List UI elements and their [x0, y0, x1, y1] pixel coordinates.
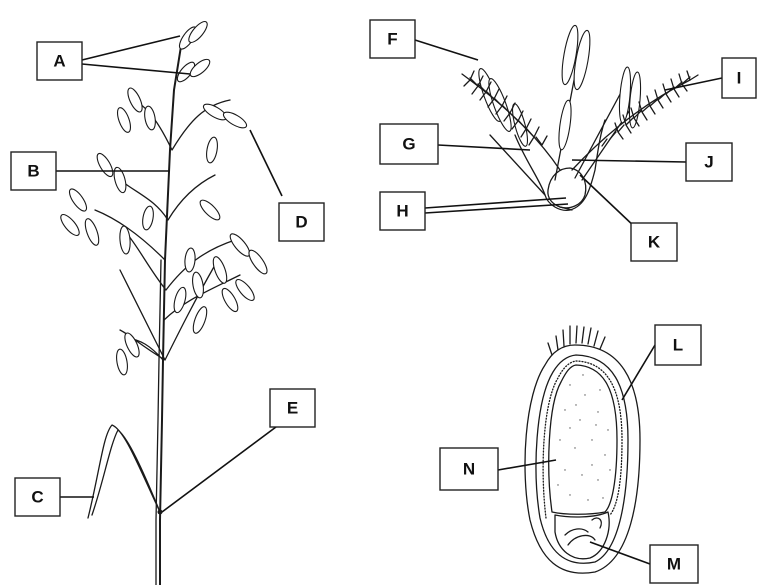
- endosperm: [549, 365, 617, 514]
- label-G-text: G: [402, 135, 415, 154]
- label-L-text: L: [673, 336, 683, 355]
- label-D-text: D: [295, 213, 307, 232]
- label-B-text: B: [27, 162, 39, 181]
- label-A-text: A: [53, 52, 65, 71]
- label-N-text: N: [463, 460, 475, 479]
- label-E: E: [270, 389, 315, 427]
- label-E-text: E: [287, 399, 298, 418]
- label-J-text: J: [704, 153, 713, 172]
- aleurone-band: [543, 361, 622, 518]
- label-N: N: [440, 448, 498, 490]
- pericarp-outer: [525, 345, 640, 573]
- grain-section-illustration: [525, 326, 640, 573]
- ovary: [548, 168, 586, 208]
- panicle-branches: [95, 100, 240, 360]
- label-D: D: [279, 203, 324, 241]
- floret-illustration: [462, 24, 698, 210]
- label-I: I: [722, 58, 756, 98]
- label-H-text: H: [396, 202, 408, 221]
- label-L: L: [655, 325, 701, 365]
- seed-coat-layer: [536, 355, 628, 563]
- label-A: A: [37, 42, 82, 80]
- oat-plant-illustration: [58, 19, 270, 585]
- label-J: J: [686, 143, 732, 181]
- label-F: F: [370, 20, 415, 58]
- label-K: K: [631, 223, 677, 261]
- label-M-text: M: [667, 555, 681, 574]
- label-M: M: [650, 545, 698, 583]
- label-F-text: F: [387, 30, 397, 49]
- label-K-text: K: [648, 233, 661, 252]
- leaf-blade: [88, 425, 160, 518]
- label-C-text: C: [31, 488, 43, 507]
- label-I-text: I: [737, 69, 742, 88]
- endosperm-speckles: [557, 374, 610, 500]
- label-G: G: [380, 124, 438, 164]
- label-H: H: [380, 192, 425, 230]
- label-C: C: [15, 478, 60, 516]
- label-B: B: [11, 152, 56, 190]
